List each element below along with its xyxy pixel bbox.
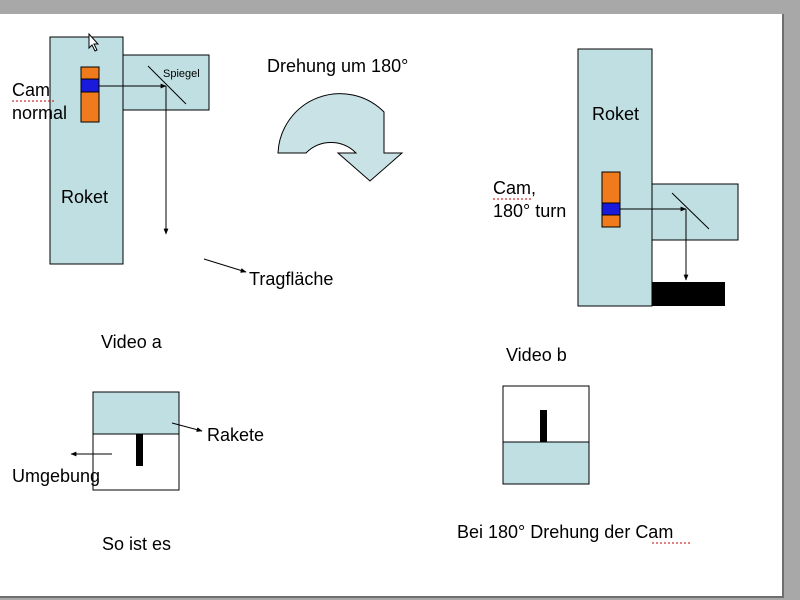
mirror-housing-b	[651, 183, 739, 241]
view-rocket-a	[92, 391, 180, 435]
wing-b	[652, 282, 725, 306]
camera-a	[80, 66, 100, 123]
umgebung-label: Umgebung	[12, 466, 100, 486]
curved-arrow-icon	[277, 93, 404, 182]
spiegel-label: Spiegel	[163, 68, 200, 80]
cam-turn-label-1: Cam,	[493, 178, 536, 198]
camera-b	[601, 171, 621, 228]
mouse-pointer-icon	[88, 32, 100, 52]
drehung-label: Drehung um 180°	[267, 56, 408, 76]
tragflaeche-label: Tragfläche	[249, 269, 333, 289]
cam-normal-label-1: Cam	[12, 80, 50, 100]
cam-turn-label-2: 180° turn	[493, 201, 566, 221]
mirror-a	[147, 65, 187, 105]
view-wing-b	[540, 410, 547, 442]
camera-lens-a	[80, 78, 100, 93]
camera-lens-b	[601, 202, 621, 216]
roket-label-a: Roket	[61, 187, 108, 207]
rakete-label: Rakete	[207, 425, 264, 445]
bei-180-label: Bei 180° Drehung der Cam	[457, 522, 673, 542]
view-wing-a	[136, 434, 143, 466]
video-b-label: Video b	[506, 345, 567, 365]
video-a-label: Video a	[101, 332, 163, 352]
tragflaeche-arrow	[203, 258, 247, 273]
rakete-arrow	[171, 422, 203, 432]
cam-normal-label-2: normal	[12, 103, 67, 123]
roket-label-b: Roket	[592, 104, 639, 124]
mirror-b	[671, 192, 710, 230]
so-ist-es-label: So ist es	[102, 534, 171, 554]
view-rocket-b	[502, 441, 590, 485]
